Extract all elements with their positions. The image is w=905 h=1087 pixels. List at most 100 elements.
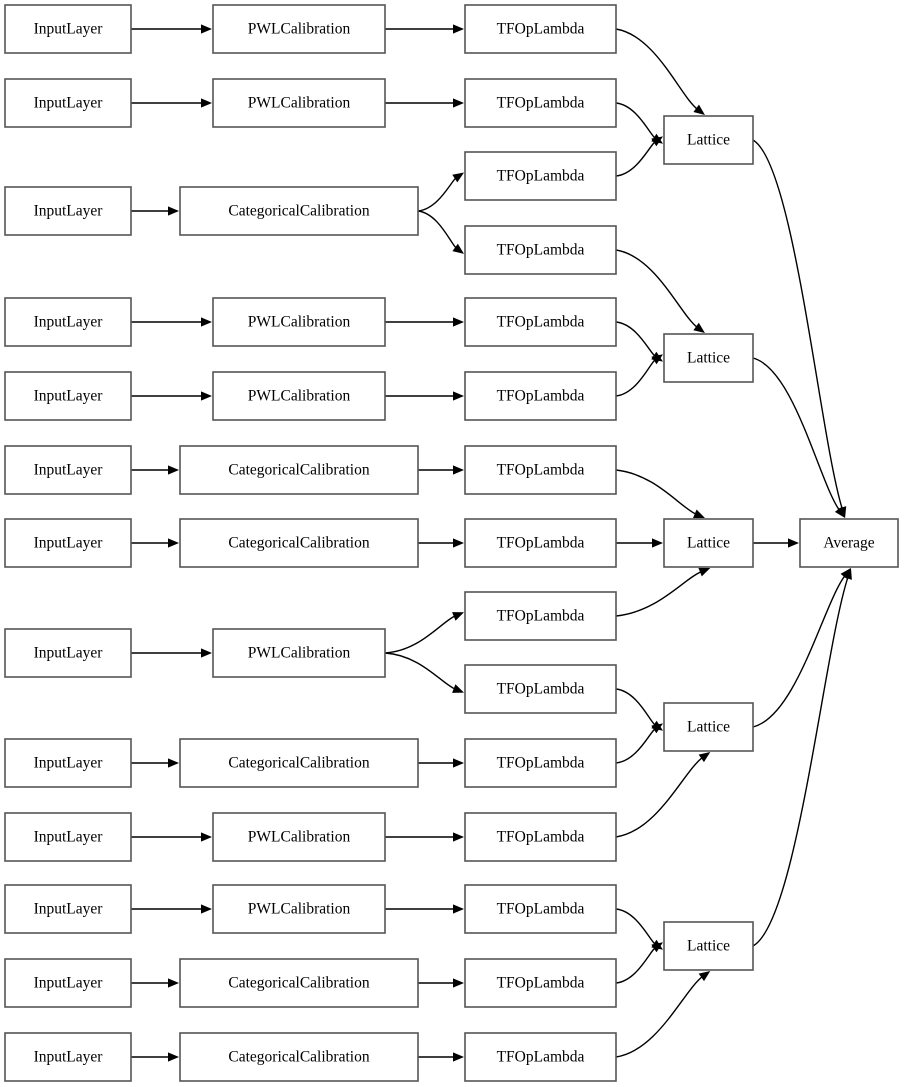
node-in1-input-layer[interactable]: InputLayer xyxy=(4,4,132,54)
node-box[interactable] xyxy=(212,371,386,421)
node-box[interactable] xyxy=(464,151,617,201)
node-lat1-lattice[interactable]: Lattice xyxy=(663,115,754,165)
node-cal6-categorical-calibration[interactable]: CategoricalCalibration xyxy=(179,445,419,495)
node-box[interactable] xyxy=(663,518,754,568)
node-op14-tfop-lambda[interactable]: TFOpLambda xyxy=(464,958,617,1008)
node-box[interactable] xyxy=(464,518,617,568)
node-box[interactable] xyxy=(4,518,132,568)
node-op1-tfop-lambda[interactable]: TFOpLambda xyxy=(464,4,617,54)
node-box[interactable] xyxy=(179,1032,419,1082)
node-op6-tfop-lambda[interactable]: TFOpLambda xyxy=(464,371,617,421)
node-box[interactable] xyxy=(212,4,386,54)
node-box[interactable] xyxy=(212,628,386,678)
node-box[interactable] xyxy=(799,518,899,568)
node-op15-tfop-lambda[interactable]: TFOpLambda xyxy=(464,1032,617,1082)
node-box[interactable] xyxy=(4,186,132,236)
node-in13-input-layer[interactable]: InputLayer xyxy=(4,1032,132,1082)
node-box[interactable] xyxy=(212,78,386,128)
node-box[interactable] xyxy=(663,702,754,752)
node-cal7-categorical-calibration[interactable]: CategoricalCalibration xyxy=(179,518,419,568)
node-op2-tfop-lambda[interactable]: TFOpLambda xyxy=(464,78,617,128)
node-in2-input-layer[interactable]: InputLayer xyxy=(4,78,132,128)
node-in3-input-layer[interactable]: InputLayer xyxy=(4,186,132,236)
node-box[interactable] xyxy=(4,297,132,347)
node-box[interactable] xyxy=(464,78,617,128)
node-box[interactable] xyxy=(464,371,617,421)
node-op7-tfop-lambda[interactable]: TFOpLambda xyxy=(464,445,617,495)
node-cal5-pwlcalibration[interactable]: PWLCalibration xyxy=(212,371,386,421)
node-box[interactable] xyxy=(663,115,754,165)
node-box[interactable] xyxy=(179,518,419,568)
node-box[interactable] xyxy=(179,186,419,236)
node-lat4-lattice[interactable]: Lattice xyxy=(663,702,754,752)
node-in5-input-layer[interactable]: InputLayer xyxy=(4,371,132,421)
node-box[interactable] xyxy=(464,958,617,1008)
node-in8-input-layer[interactable]: InputLayer xyxy=(4,628,132,678)
node-in9-input-layer[interactable]: InputLayer xyxy=(4,738,132,788)
node-box[interactable] xyxy=(179,445,419,495)
node-op12-tfop-lambda[interactable]: TFOpLambda xyxy=(464,812,617,862)
arrow-head xyxy=(843,568,852,580)
node-label: TFOpLambda xyxy=(497,462,585,479)
node-box[interactable] xyxy=(4,738,132,788)
node-box[interactable] xyxy=(663,333,754,383)
node-box[interactable] xyxy=(464,4,617,54)
node-cal13-categorical-calibration[interactable]: CategoricalCalibration xyxy=(179,1032,419,1082)
node-box[interactable] xyxy=(4,4,132,54)
node-box[interactable] xyxy=(4,884,132,934)
node-box[interactable] xyxy=(464,884,617,934)
node-box[interactable] xyxy=(212,812,386,862)
node-cal12-categorical-calibration[interactable]: CategoricalCalibration xyxy=(179,958,419,1008)
node-box[interactable] xyxy=(464,225,617,275)
node-cal11-pwlcalibration[interactable]: PWLCalibration xyxy=(212,884,386,934)
edge-lattice-to-average xyxy=(752,568,852,947)
node-label: InputLayer xyxy=(34,314,104,331)
node-cal8-pwlcalibration[interactable]: PWLCalibration xyxy=(212,628,386,678)
node-in4-input-layer[interactable]: InputLayer xyxy=(4,297,132,347)
node-in6-input-layer[interactable]: InputLayer xyxy=(4,445,132,495)
node-box[interactable] xyxy=(464,297,617,347)
node-op8-tfop-lambda[interactable]: TFOpLambda xyxy=(464,518,617,568)
node-box[interactable] xyxy=(4,812,132,862)
node-box[interactable] xyxy=(4,78,132,128)
node-box[interactable] xyxy=(464,591,617,641)
node-box[interactable] xyxy=(179,738,419,788)
node-cal10-pwlcalibration[interactable]: PWLCalibration xyxy=(212,812,386,862)
node-box[interactable] xyxy=(4,628,132,678)
node-avg-average[interactable]: Average xyxy=(799,518,899,568)
node-in10-input-layer[interactable]: InputLayer xyxy=(4,812,132,862)
node-box[interactable] xyxy=(179,958,419,1008)
node-box[interactable] xyxy=(4,445,132,495)
node-box[interactable] xyxy=(212,297,386,347)
node-label: PWLCalibration xyxy=(248,388,351,405)
node-lat5-lattice[interactable]: Lattice xyxy=(663,921,754,971)
node-cal3-categorical-calibration[interactable]: CategoricalCalibration xyxy=(179,186,419,236)
node-op13-tfop-lambda[interactable]: TFOpLambda xyxy=(464,884,617,934)
node-box[interactable] xyxy=(663,921,754,971)
node-in12-input-layer[interactable]: InputLayer xyxy=(4,958,132,1008)
node-cal2-pwlcalibration[interactable]: PWLCalibration xyxy=(212,78,386,128)
node-cal9-categorical-calibration[interactable]: CategoricalCalibration xyxy=(179,738,419,788)
node-op4-tfop-lambda[interactable]: TFOpLambda xyxy=(464,225,617,275)
edge-categorical-calibration-to-tfop-lambda xyxy=(418,538,464,548)
node-box[interactable] xyxy=(4,1032,132,1082)
node-op9-tfop-lambda[interactable]: TFOpLambda xyxy=(464,591,617,641)
node-lat2-lattice[interactable]: Lattice xyxy=(663,333,754,383)
node-box[interactable] xyxy=(212,884,386,934)
node-box[interactable] xyxy=(464,812,617,862)
node-in11-input-layer[interactable]: InputLayer xyxy=(4,884,132,934)
node-in7-input-layer[interactable]: InputLayer xyxy=(4,518,132,568)
node-op10-tfop-lambda[interactable]: TFOpLambda xyxy=(464,664,617,714)
node-op11-tfop-lambda[interactable]: TFOpLambda xyxy=(464,738,617,788)
node-cal1-pwlcalibration[interactable]: PWLCalibration xyxy=(212,4,386,54)
node-box[interactable] xyxy=(4,371,132,421)
node-box[interactable] xyxy=(464,664,617,714)
node-op5-tfop-lambda[interactable]: TFOpLambda xyxy=(464,297,617,347)
node-box[interactable] xyxy=(4,958,132,1008)
node-box[interactable] xyxy=(464,738,617,788)
node-box[interactable] xyxy=(464,1032,617,1082)
node-box[interactable] xyxy=(464,445,617,495)
node-cal4-pwlcalibration[interactable]: PWLCalibration xyxy=(212,297,386,347)
node-op3-tfop-lambda[interactable]: TFOpLambda xyxy=(464,151,617,201)
node-lat3-lattice[interactable]: Lattice xyxy=(663,518,754,568)
